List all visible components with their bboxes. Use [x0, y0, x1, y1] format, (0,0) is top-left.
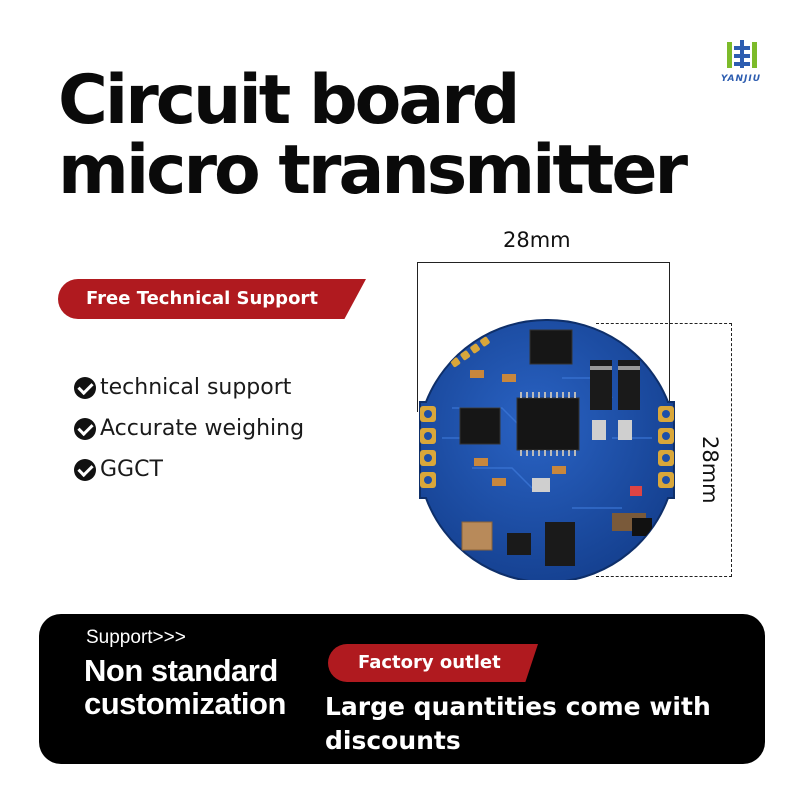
brand-logo-icon — [727, 40, 757, 68]
bottom-banner — [39, 614, 765, 764]
discount-text: Large quantities come with discounts — [325, 690, 711, 758]
free-technical-support-badge: Free Technical Support — [58, 279, 366, 319]
title-line-2: micro transmitter — [58, 131, 688, 210]
factory-outlet-label: Factory outlet — [358, 652, 501, 673]
factory-outlet-badge: Factory outlet — [328, 644, 538, 682]
width-dimension-line — [417, 262, 670, 412]
height-dimension-line — [596, 323, 732, 577]
discount-line-1: Large quantities come with — [325, 692, 711, 721]
badge-label: Free Technical Support — [86, 288, 318, 309]
feature-label: GGCT — [100, 457, 163, 482]
feature-label: technical support — [100, 375, 292, 400]
support-label: Support>>> — [86, 627, 186, 648]
customization-line-1: Non standard — [84, 653, 278, 688]
circuit-board-image — [419, 318, 675, 580]
customization-line-2: customization — [84, 686, 286, 721]
customization-heading: Non standard customization — [84, 654, 286, 720]
check-circle-icon — [74, 417, 96, 440]
feature-item: GGCT — [74, 449, 304, 490]
height-dimension-label: 28mm — [698, 436, 722, 504]
brand-logo-text: YANJIU — [720, 74, 762, 84]
check-circle-icon — [74, 376, 96, 399]
width-dimension-label: 28mm — [503, 228, 571, 252]
feature-list: technical support Accurate weighing GGCT — [74, 367, 304, 490]
discount-line-2: discounts — [325, 726, 461, 755]
feature-item: technical support — [74, 367, 304, 408]
check-circle-icon — [74, 458, 96, 481]
page-title: Circuit board micro transmitter — [58, 61, 688, 210]
title-line-1: Circuit board — [58, 61, 520, 140]
feature-label: Accurate weighing — [100, 416, 305, 441]
feature-item: Accurate weighing — [74, 408, 304, 449]
